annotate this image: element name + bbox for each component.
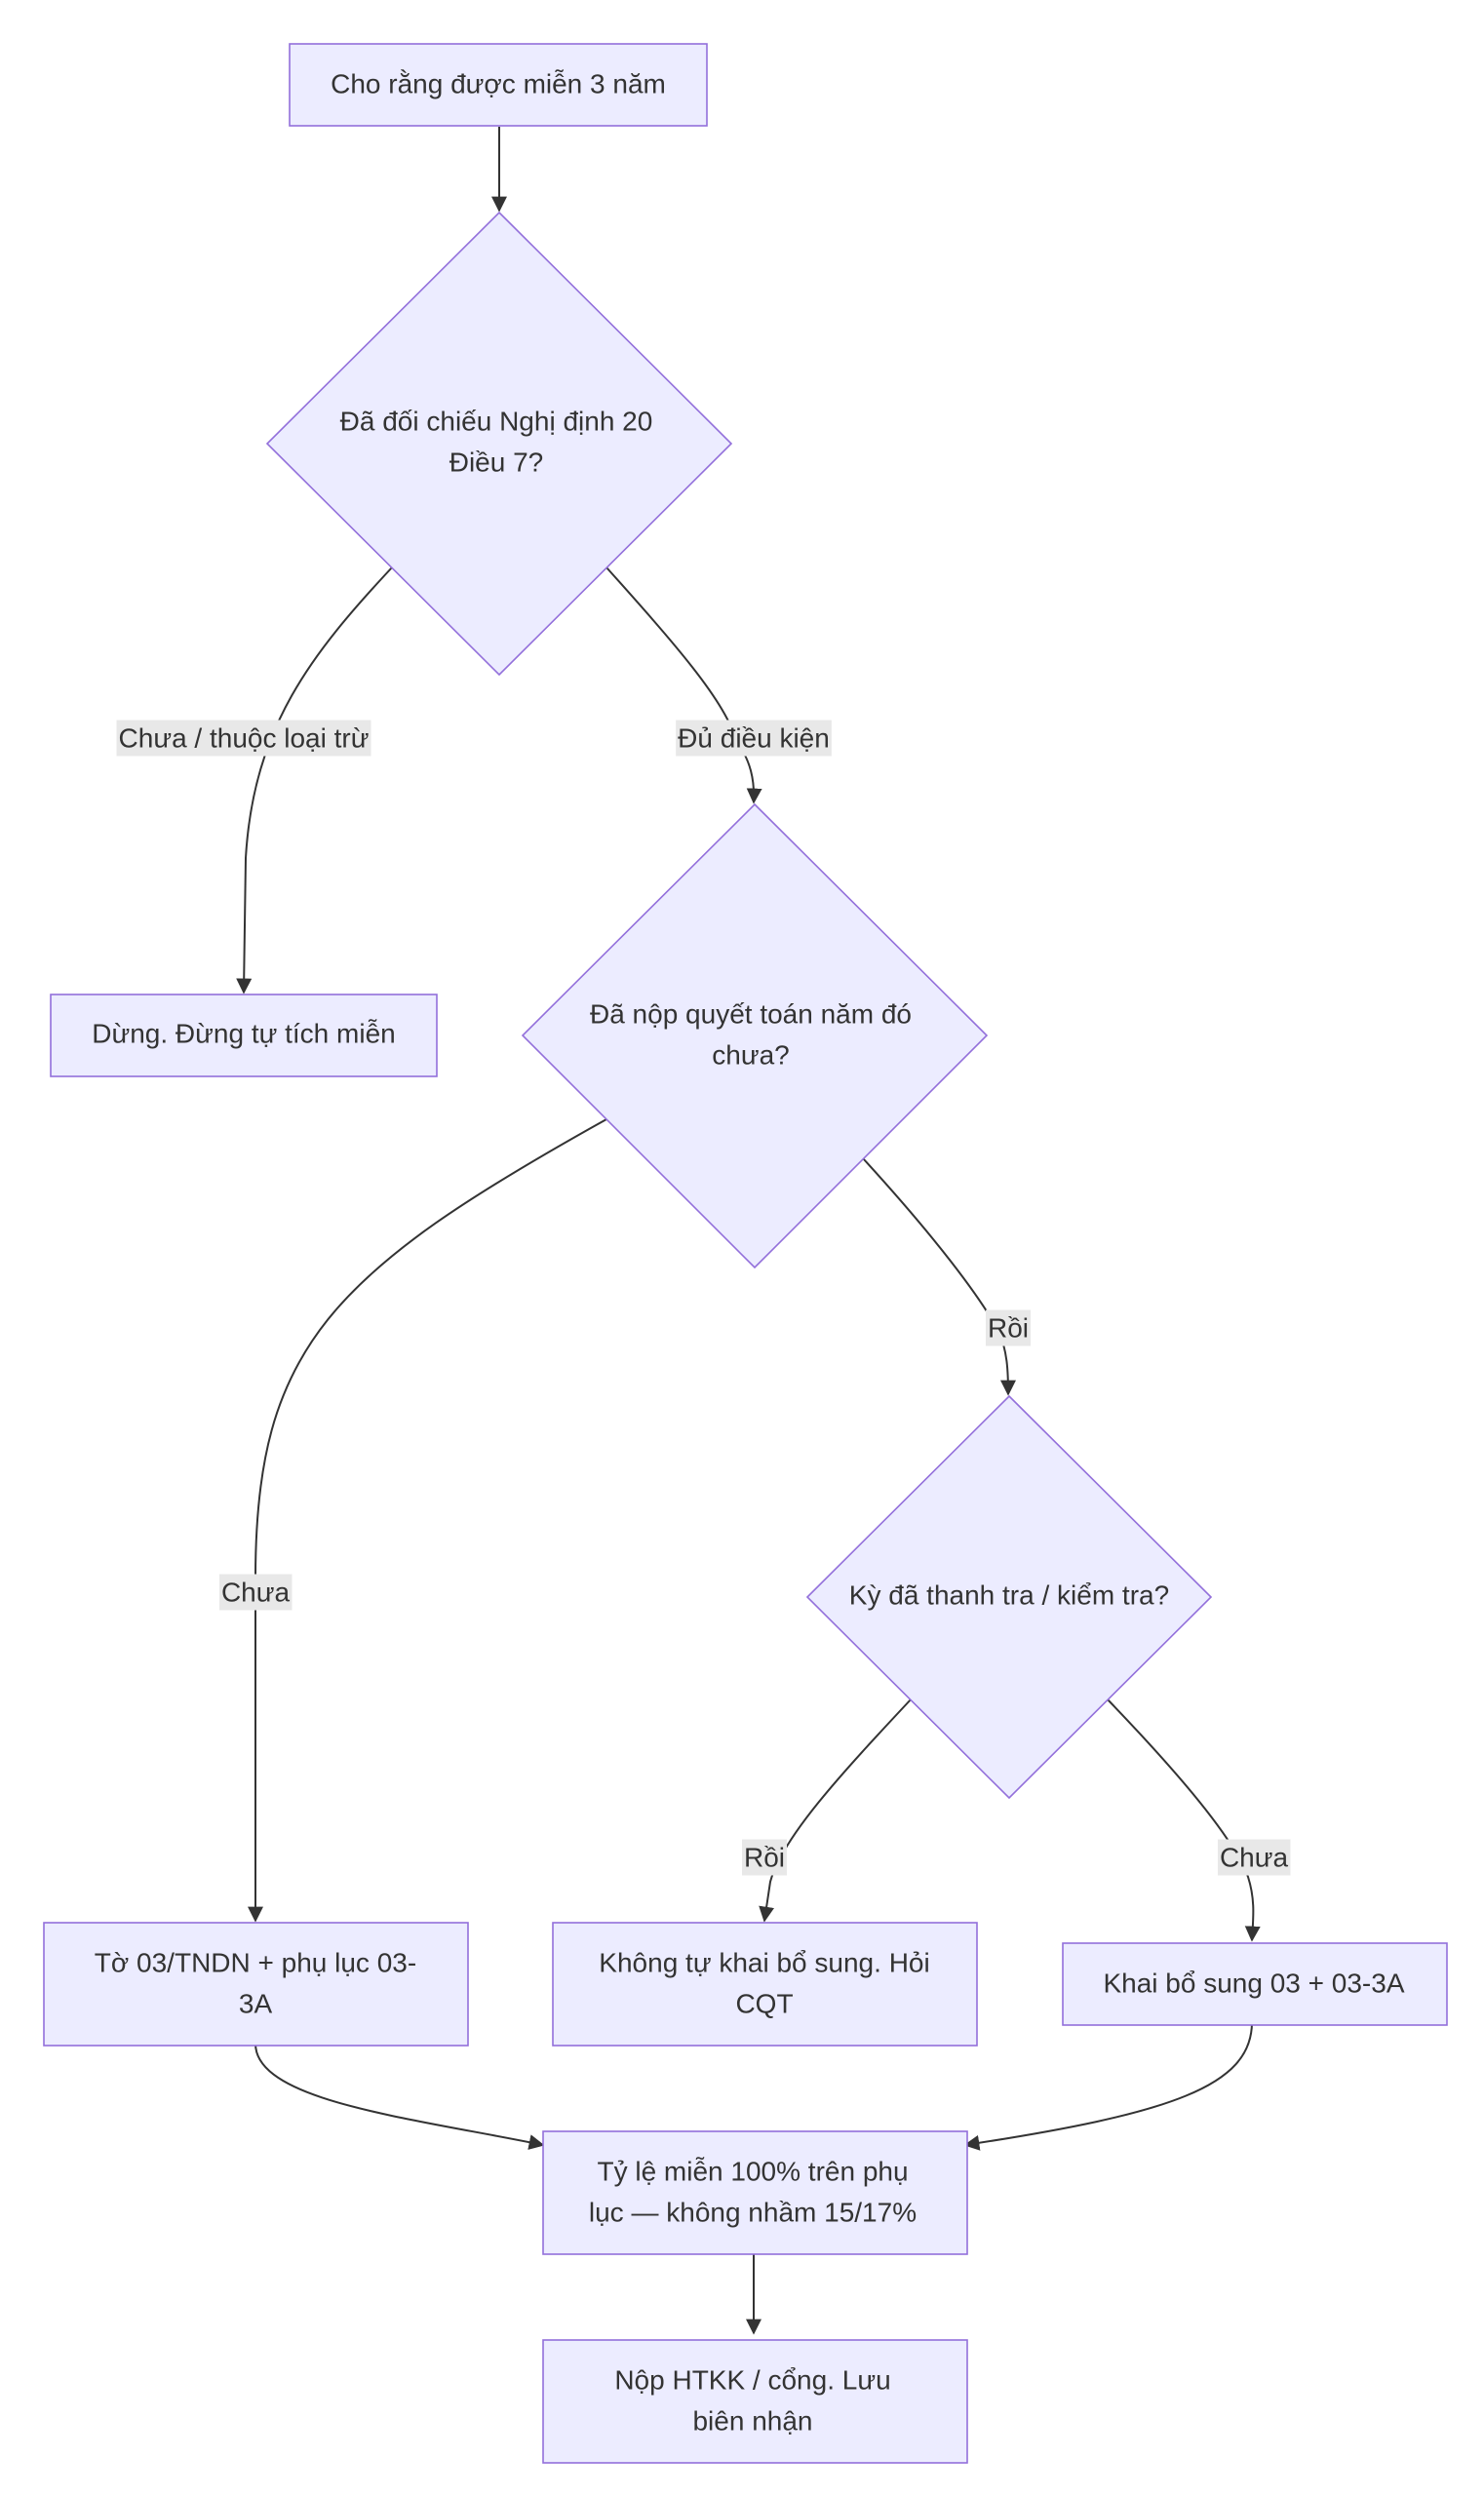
- edge-label-eligible: Đủ điều kiện: [676, 720, 832, 757]
- node-form03-line-2: 3A: [239, 1989, 273, 2019]
- edge-label-inspected-yes-text: Rồi: [744, 1843, 785, 1873]
- edge-label-filed-no-text: Chưa: [221, 1578, 291, 1608]
- node-inspected-line-1: Kỳ đã thanh tra / kiểm tra?: [849, 1580, 1169, 1611]
- edge-label-filed-yes: Rồi: [985, 1309, 1032, 1346]
- node-filed: Đã nộp quyết toán năm đó chưa?: [521, 802, 989, 1269]
- node-rate: Tỷ lệ miễn 100% trên phụ lục — không nhầ…: [542, 2130, 968, 2255]
- edge-filed-to-form03: [248, 1118, 607, 1923]
- node-submit: Nộp HTKK / cổng. Lưu biên nhận: [542, 2339, 968, 2464]
- node-submit-line-2: biên nhận: [692, 2406, 812, 2437]
- edge-label-eligible-text: Đủ điều kiện: [678, 723, 830, 754]
- node-rate-line-2: lục — không nhầm 15/17%: [589, 2198, 917, 2228]
- node-ask-tax-line-2: CQT: [735, 1989, 793, 2019]
- node-submit-line-1: Nộp HTKK / cổng. Lưu: [614, 2365, 890, 2396]
- node-form03-line-1: Tờ 03/TNDN + phụ lục 03-: [95, 1948, 416, 1978]
- node-form03: Tờ 03/TNDN + phụ lục 03- 3A: [43, 1922, 469, 2047]
- node-start: Cho rằng được miễn 3 năm: [289, 43, 708, 127]
- edge-check-to-filed: [605, 566, 762, 804]
- node-filed-line-1: Đã nộp quyết toán năm đó: [590, 999, 912, 1030]
- edge-supplement-to-rate: [963, 2021, 1253, 2151]
- edge-label-not-yet-excluded: Chưa / thuộc loại trừ: [116, 720, 371, 757]
- node-supplement-line-1: Khai bổ sung 03 + 03-3A: [1103, 1969, 1404, 1999]
- edge-filed-to-inspected: [862, 1157, 1016, 1396]
- edge-label-inspected-no-text: Chưa: [1220, 1843, 1289, 1873]
- edge-label-filed-no: Chưa: [218, 1574, 293, 1611]
- node-stop: Dừng. Đừng tự tích miễn: [50, 994, 438, 1077]
- edge-inspected-to-ask: [759, 1696, 914, 1923]
- node-start-line-1: Cho rằng được miễn 3 năm: [331, 69, 666, 99]
- edge-inspected-to-supplement: [1105, 1696, 1261, 1942]
- edge-label-inspected-yes: Rồi: [741, 1839, 788, 1876]
- node-stop-line-1: Dừng. Đừng tự tích miễn: [92, 1019, 395, 1049]
- node-check-decree: Đã đối chiếu Nghị định 20 Điều 7?: [265, 211, 733, 677]
- edge-check-to-stop: [236, 566, 393, 994]
- edge-label-inspected-no: Chưa: [1217, 1839, 1291, 1876]
- edge-form03-to-rate: [254, 2043, 545, 2150]
- node-ask-tax: Không tự khai bổ sung. Hỏi CQT: [552, 1922, 978, 2047]
- node-rate-line-1: Tỷ lệ miễn 100% trên phụ: [597, 2157, 908, 2187]
- node-inspected: Kỳ đã thanh tra / kiểm tra?: [805, 1394, 1213, 1800]
- node-filed-line-2: chưa?: [712, 1040, 789, 1071]
- node-ask-tax-line-1: Không tự khai bổ sung. Hỏi: [599, 1948, 929, 1978]
- node-check-decree-line-1: Đã đối chiếu Nghị định 20: [340, 407, 653, 437]
- node-supplement: Khai bổ sung 03 + 03-3A: [1062, 1942, 1448, 2026]
- node-check-decree-line-2: Điều 7?: [449, 448, 544, 478]
- edge-label-filed-yes-text: Rồi: [988, 1313, 1029, 1344]
- edge-label-not-yet-excluded-text: Chưa / thuộc loại trừ: [119, 723, 370, 754]
